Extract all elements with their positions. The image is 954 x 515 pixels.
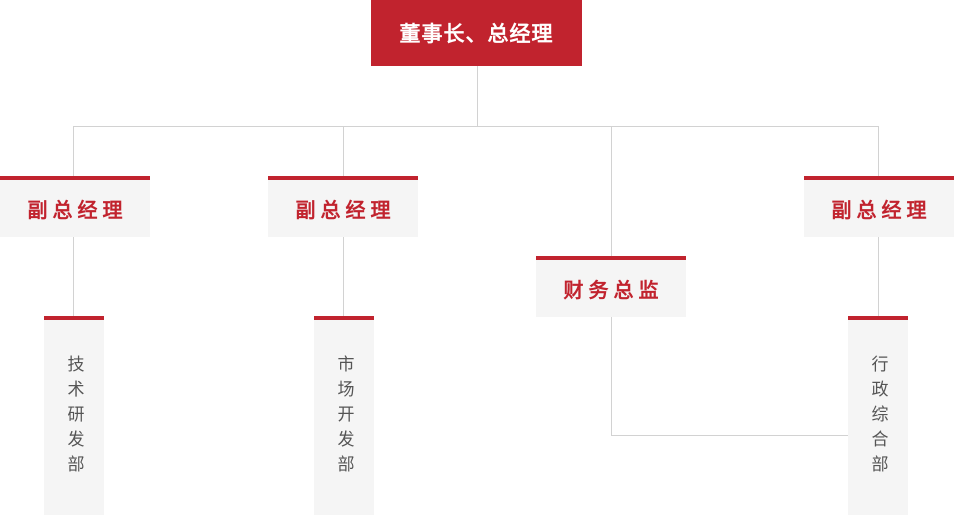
org-node-dept-admin-general: 行政综合部 [848,316,908,515]
org-node-dept-market-dev: 市场开发部 [314,316,374,515]
org-node-label: 行政综合部 [868,355,888,480]
org-node-dept-tech-rd: 技术研发部 [44,316,104,515]
connector-drop-vp-right [878,126,879,176]
connector-drop-vp-middle [343,126,344,176]
connector-vp-left-dept [73,237,74,316]
org-node-deputy-gm-right: 副总经理 [804,176,954,237]
connector-cfo-down [611,317,612,435]
org-node-label: 副总经理 [295,200,396,222]
org-node-label: 副总经理 [27,200,128,222]
connector-main-horizontal [73,126,879,127]
org-node-label: 副总经理 [831,200,932,222]
org-node-finance-director: 财务总监 [536,256,686,317]
org-node-deputy-gm-left: 副总经理 [0,176,150,237]
connector-drop-cfo [611,126,612,256]
org-node-chairman-general-manager: 董事长、总经理 [371,0,582,66]
connector-cfo-to-admin [611,435,848,436]
connector-drop-vp-left [73,126,74,176]
connector-vp-right-dept [878,237,879,316]
connector-vp-middle-dept [343,237,344,316]
org-node-label: 董事长、总经理 [399,23,554,46]
org-node-label: 财务总监 [563,280,664,302]
org-node-label: 市场开发部 [334,355,354,480]
connector-root-drop [477,66,478,126]
org-node-deputy-gm-middle: 副总经理 [268,176,418,237]
org-node-label: 技术研发部 [64,355,84,480]
